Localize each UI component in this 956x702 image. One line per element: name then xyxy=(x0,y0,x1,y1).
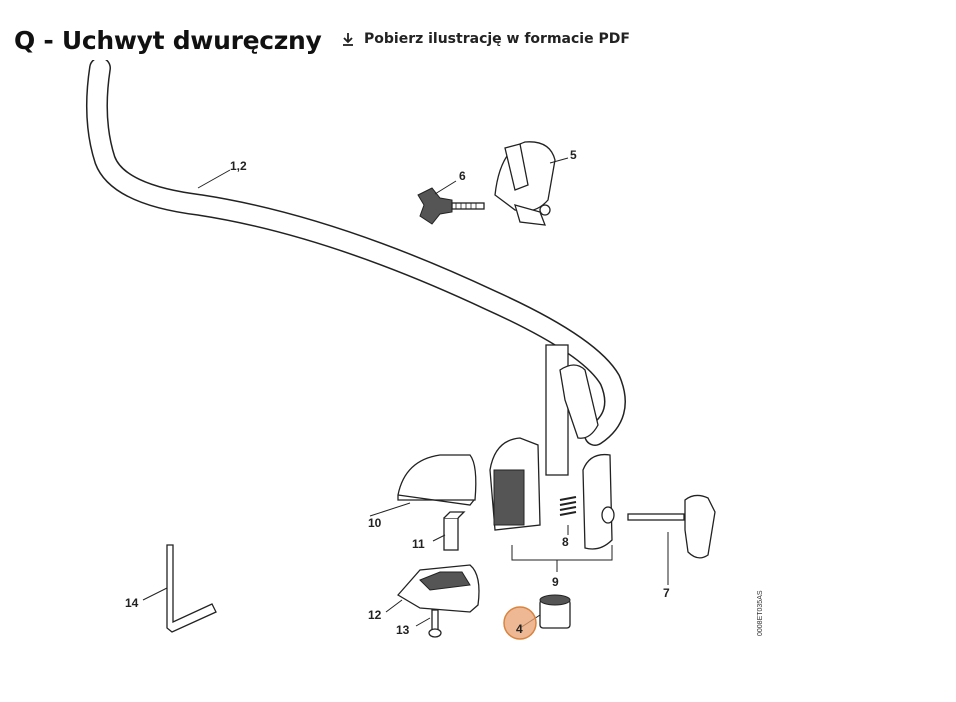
label-part-13[interactable]: 13 xyxy=(396,623,410,637)
part-7-knob-screw xyxy=(627,494,716,559)
part-4-highlight[interactable] xyxy=(503,606,537,640)
label-part-5[interactable]: 5 xyxy=(570,148,577,162)
part-14-hex-key xyxy=(166,544,217,633)
page-title: Q - Uchwyt dwuręczny xyxy=(14,25,322,55)
download-pdf-link[interactable]: Pobierz ilustrację w formacie PDF xyxy=(340,31,630,47)
label-part-12[interactable]: 12 xyxy=(368,608,382,622)
part-5-clamp xyxy=(494,141,556,226)
handlebar-tube xyxy=(85,60,626,476)
drawing-code: 0008ET035AS xyxy=(757,590,764,636)
label-part-4[interactable]: 4 xyxy=(516,622,523,636)
leader-lines xyxy=(142,157,669,629)
label-part-7[interactable]: 7 xyxy=(663,586,670,600)
label-part-11[interactable]: 11 xyxy=(412,537,425,551)
part-9-bracket xyxy=(489,437,615,550)
download-icon xyxy=(343,33,353,46)
label-part-10[interactable]: 10 xyxy=(368,516,382,530)
page-header: Q - Uchwyt dwuręczny xyxy=(14,20,322,60)
label-part-14[interactable]: 14 xyxy=(125,596,139,610)
part-13-screw xyxy=(428,609,442,638)
label-part-9[interactable]: 9 xyxy=(552,575,559,589)
part-8-spring xyxy=(559,496,577,516)
part-6-knob-screw xyxy=(417,187,485,225)
download-pdf-label: Pobierz ilustrację w formacie PDF xyxy=(364,31,630,47)
part-10-cover xyxy=(397,454,477,506)
label-part-6[interactable]: 6 xyxy=(459,169,466,183)
part-4-plug xyxy=(539,594,571,629)
part-11-insert xyxy=(443,511,466,551)
label-part-8[interactable]: 8 xyxy=(562,535,569,549)
label-part-1-2[interactable]: 1,2 xyxy=(230,159,247,173)
part-12-lower-clamp xyxy=(396,564,480,613)
parts-diagram: 1,2 6 5 10 11 8 9 7 14 12 13 4 0008ET035… xyxy=(85,60,764,640)
